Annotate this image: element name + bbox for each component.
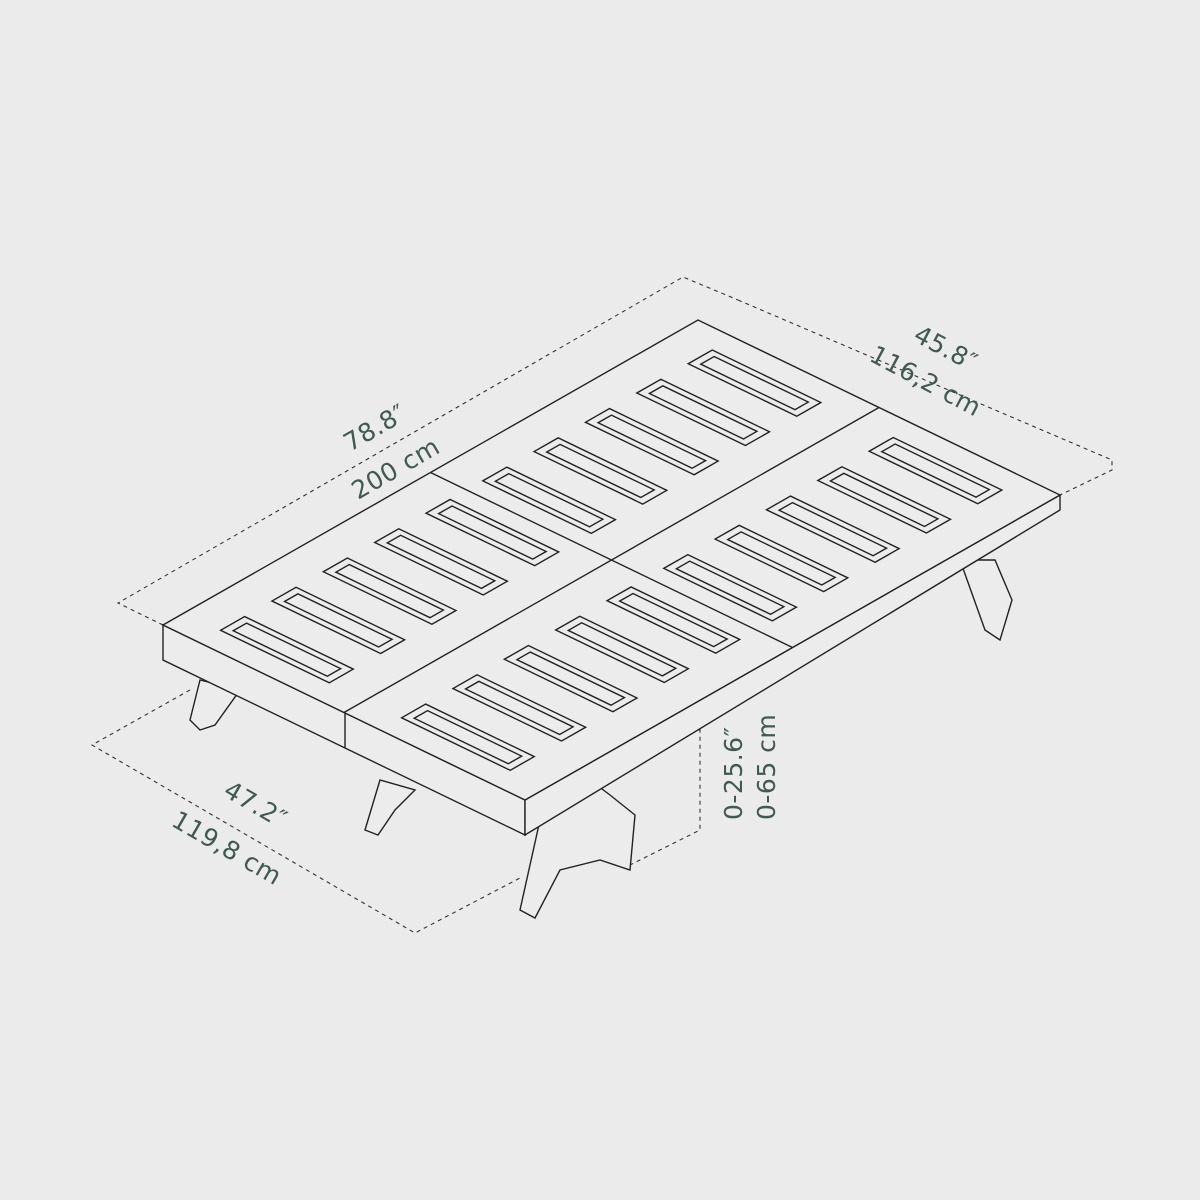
panel-slot <box>426 499 559 565</box>
leg-back-right <box>960 560 1012 640</box>
panel-slot <box>453 675 586 741</box>
panel-slot-inner <box>676 561 783 614</box>
length-dimension-line <box>116 276 739 626</box>
width-front-inches-label: 47.2″ <box>219 775 292 834</box>
panel-slot <box>556 616 689 682</box>
panel-slot <box>323 558 456 624</box>
panel-slot-inner <box>414 711 521 764</box>
panel-slot-inner <box>547 444 654 497</box>
panel-slot <box>607 587 740 653</box>
height-inches-label: 0-25.6″ <box>719 727 748 820</box>
panel-slot-inner <box>779 503 886 556</box>
panel-slot <box>818 467 951 533</box>
width-back-dimension-line <box>737 299 1113 496</box>
bed-top-surface <box>163 320 1060 800</box>
slots <box>221 350 1002 770</box>
panel-slot-inner <box>387 535 494 588</box>
panel-slot-inner <box>285 594 392 647</box>
leg-middle <box>365 780 415 835</box>
panel-seam-short <box>431 473 793 648</box>
height-dimension-line <box>629 729 701 866</box>
panel-slot-inner <box>882 444 989 497</box>
panel-slot <box>483 467 616 533</box>
panel-slot <box>766 496 899 562</box>
panel-slot-inner <box>439 506 546 559</box>
panel-slot <box>375 529 508 595</box>
width-front-dimension-line <box>90 689 521 934</box>
panel-slot-inner <box>649 386 756 439</box>
panel-slot-inner <box>466 681 573 734</box>
panel-slot <box>715 525 848 591</box>
panel-slot-inner <box>701 357 808 410</box>
panel-slot-inner <box>728 532 835 585</box>
panel-slot <box>221 617 354 683</box>
panel-slot-inner <box>568 623 675 676</box>
height-cm-label: 0-65 cm <box>752 714 781 820</box>
panel-slot <box>688 350 821 416</box>
panel-slot-inner <box>336 565 443 618</box>
panel-slot-inner <box>495 474 602 527</box>
dimension-lines <box>90 276 1113 934</box>
panel-slot <box>272 587 405 653</box>
panel-slot <box>534 438 667 504</box>
panel-slot-inner <box>233 623 340 676</box>
panel-slot <box>664 555 797 621</box>
panel-slot <box>402 704 535 770</box>
panel-slot <box>504 646 637 712</box>
panel-slot-inner <box>598 415 705 468</box>
panel-slot-inner <box>517 652 624 705</box>
panel-slot <box>869 438 1002 504</box>
panel-slot-inner <box>830 473 937 526</box>
panel-slot <box>585 409 718 475</box>
panel-slot-inner <box>620 594 727 647</box>
panel-slot <box>637 379 770 445</box>
